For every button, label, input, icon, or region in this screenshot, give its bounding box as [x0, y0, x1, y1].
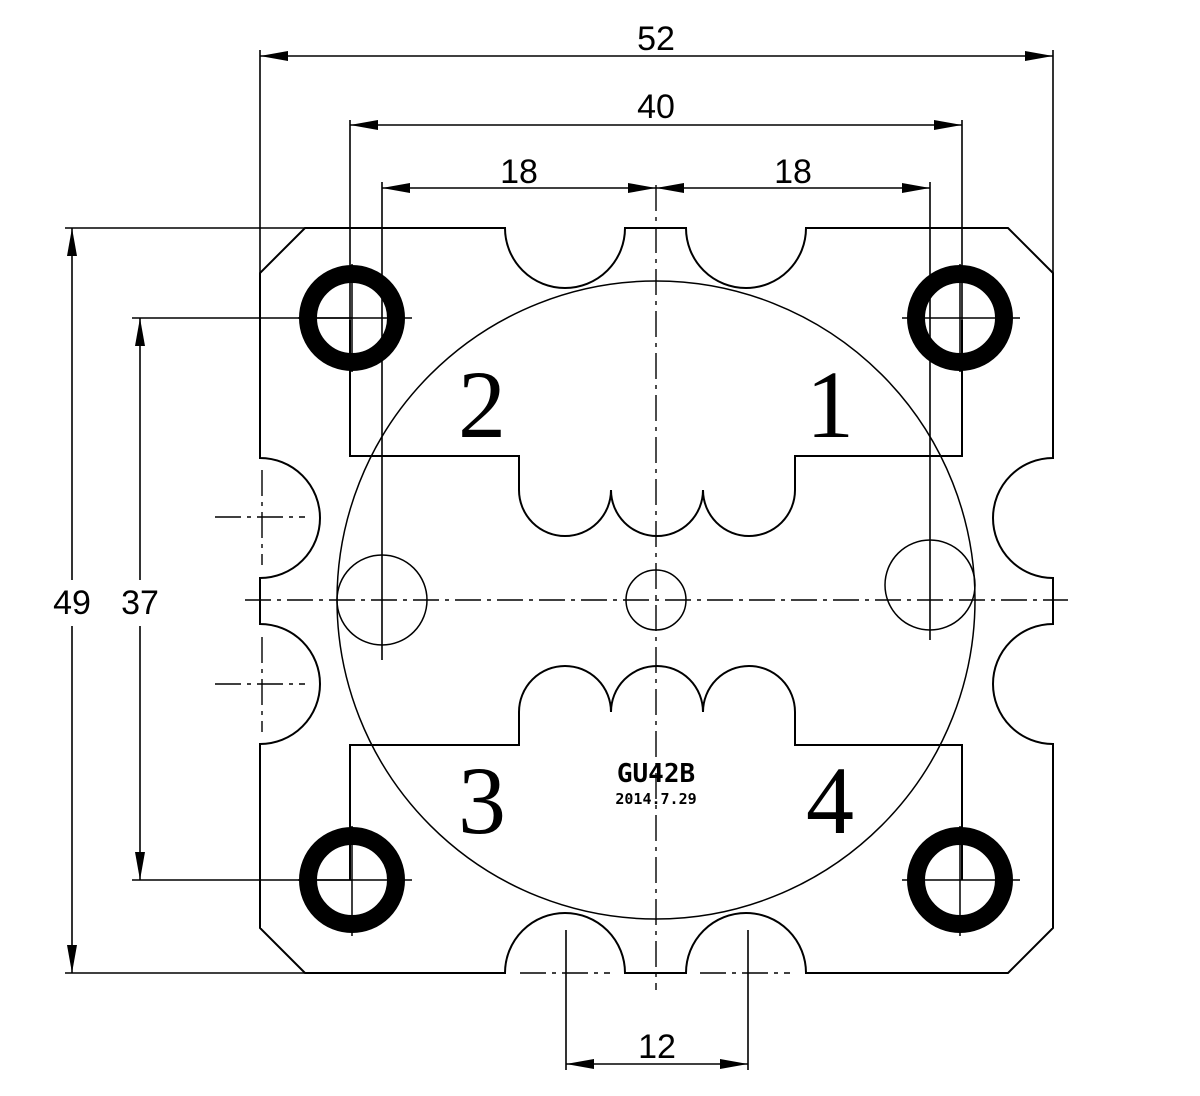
date-marking: 2014.7.29: [615, 790, 696, 808]
dim-overall-width: 52: [637, 20, 675, 58]
dim-hole-vertical: 37: [121, 584, 159, 622]
dim-overall-height: 49: [53, 584, 91, 622]
dim-hole-spacing: 40: [637, 88, 675, 126]
extension-lines: [65, 50, 1054, 1070]
dim-notch-spacing: 12: [638, 1028, 676, 1066]
pad-label-4: 4: [806, 747, 854, 854]
dim-half-left: 18: [500, 153, 538, 191]
pad-label-1: 1: [806, 351, 854, 458]
pad-label-2: 2: [458, 351, 506, 458]
dimension-arrows: [67, 51, 1053, 1069]
dim-half-right: 18: [774, 153, 812, 191]
pad-label-3: 3: [458, 747, 506, 854]
lower-pad-outline: [349, 665, 963, 880]
upper-pad-outline: [349, 320, 963, 537]
board-outline: [259, 227, 1054, 974]
model-marking: GU42B: [617, 759, 695, 789]
